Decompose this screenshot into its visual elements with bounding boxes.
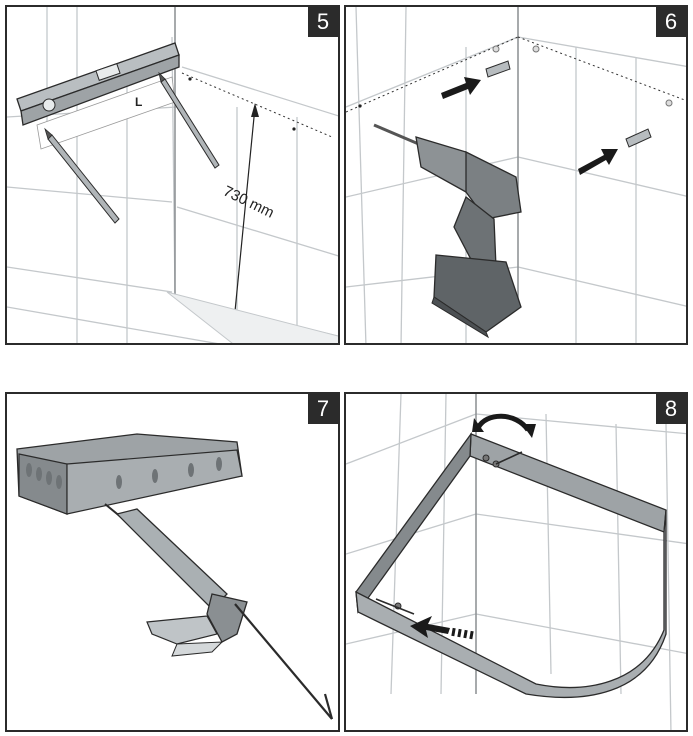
- reference-line: [346, 36, 519, 113]
- drill-mark: [358, 104, 362, 108]
- drill-hole: [492, 45, 500, 53]
- step-number-badge: 6: [656, 7, 686, 37]
- step-8-illustration: [346, 394, 686, 730]
- silicone-gun-icon: [104, 503, 334, 720]
- frame-icon: [355, 431, 667, 699]
- drill-icon: [373, 123, 522, 339]
- drill-mark: [188, 77, 192, 81]
- reference-line: [181, 72, 333, 138]
- step-number-badge: 7: [308, 394, 338, 424]
- step-7-panel: 7: [5, 392, 340, 732]
- step-8-panel: 8: [344, 392, 688, 732]
- push-arrow-icon: [441, 77, 481, 99]
- pencil-icon: [44, 127, 120, 224]
- measurement-label: 730 mm: [220, 183, 276, 222]
- drill-hole: [532, 45, 540, 53]
- tile-grid: [7, 7, 338, 343]
- rotate-arrow-icon: [472, 413, 536, 438]
- drill-mark: [292, 127, 296, 131]
- pencil-icon: [158, 71, 220, 169]
- wall-plug-icon: [625, 128, 652, 148]
- screw-icon: [375, 598, 415, 615]
- step-5-illustration: L 730 mm: [7, 7, 338, 343]
- level-marking-text: L: [135, 95, 142, 109]
- step-7-illustration: [16, 433, 334, 720]
- step-number-badge: 5: [308, 7, 338, 37]
- spirit-level-icon: [16, 42, 180, 126]
- drill-hole: [665, 99, 673, 107]
- wall-plug-icon: [485, 60, 511, 78]
- push-arrow-icon: [410, 616, 474, 640]
- floor: [166, 291, 338, 343]
- screw-icon: [482, 451, 523, 468]
- step-6-illustration: [346, 7, 686, 343]
- step-5-panel: L 730 mm 5: [5, 5, 340, 345]
- reference-line: [517, 36, 686, 102]
- step-number-badge: 8: [656, 394, 686, 424]
- push-arrow-icon: [578, 149, 618, 175]
- tile-grid: [346, 7, 686, 343]
- frame-icon: [16, 433, 243, 515]
- step-6-panel: 6: [344, 5, 688, 345]
